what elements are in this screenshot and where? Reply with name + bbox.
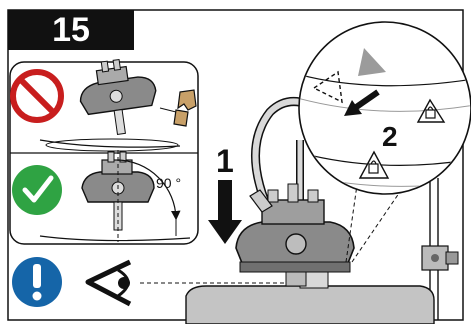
lid-assembly [236, 184, 354, 286]
eye-icon [88, 262, 130, 304]
checkmark-icon [12, 165, 62, 215]
exclamation-icon [12, 257, 62, 307]
angle-label: 90 ° [156, 175, 181, 191]
base-unit [186, 272, 434, 324]
step-1-label: 1 [216, 143, 234, 179]
prohibited-icon [13, 72, 61, 120]
step-2-label: 2 [382, 121, 398, 152]
step-1-arrow [208, 180, 242, 244]
